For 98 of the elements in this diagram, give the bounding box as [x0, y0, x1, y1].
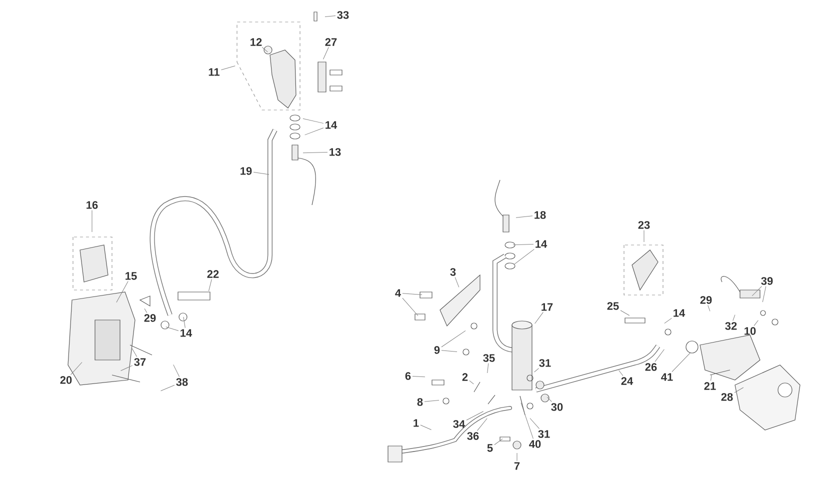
leader-line [514, 248, 534, 264]
callout-number: 7 [514, 462, 520, 470]
callout-number: 30 [551, 403, 563, 411]
leader-line [441, 350, 458, 352]
leader-line [173, 364, 180, 377]
leader-line [752, 286, 762, 296]
leader-line [708, 305, 710, 312]
callout-number: 19 [240, 167, 252, 175]
leader-line [160, 384, 175, 392]
leader-line [322, 47, 329, 60]
leader-line [520, 402, 534, 439]
callout-number: 23 [638, 221, 650, 229]
callout-number: 14 [674, 309, 686, 317]
leader-line [530, 418, 540, 429]
leader-line [466, 411, 484, 420]
callout-number: 3 [450, 268, 456, 276]
callout-number: 12 [250, 38, 262, 46]
leader-line [732, 314, 736, 321]
leader-line [324, 15, 336, 17]
leader-line [494, 438, 503, 445]
leader-line [402, 298, 418, 316]
callout-number: 22 [207, 270, 219, 278]
leader-line [302, 118, 324, 124]
leader-line [512, 244, 534, 246]
callout-number: 17 [542, 303, 553, 311]
callout-number: 31 [538, 430, 550, 438]
leader-line [262, 47, 268, 52]
leader-line [441, 330, 466, 348]
leader-line [144, 308, 148, 313]
callout-number: 18 [534, 211, 546, 219]
callout-number: 32 [725, 322, 737, 330]
callout-number: 28 [721, 393, 733, 401]
leader-line [546, 396, 552, 402]
leader-line [120, 365, 133, 372]
leader-line [304, 128, 324, 136]
callout-number: 20 [60, 376, 72, 384]
leader-line [302, 152, 328, 154]
leader-line [420, 424, 432, 430]
callout-number: 1 [414, 419, 419, 427]
callout-number: 14 [326, 121, 338, 129]
callout-number: 24 [621, 377, 634, 385]
leader-line [70, 362, 82, 375]
leader-line [534, 312, 544, 324]
callout-number: 15 [126, 272, 137, 280]
leader-line [672, 352, 690, 372]
callout-number: 5 [487, 444, 493, 452]
leader-line [534, 368, 539, 372]
leader-line [469, 380, 474, 384]
callout-number: 21 [704, 382, 716, 390]
callout-number: 27 [325, 38, 337, 46]
leader-line [412, 376, 426, 378]
leader-line [710, 374, 712, 382]
callout-number: 37 [134, 358, 146, 366]
leader-line [618, 370, 624, 376]
leader-line [654, 349, 664, 362]
callout-number: 41 [661, 373, 673, 381]
callout-number: 35 [483, 354, 495, 362]
leader-line [620, 310, 630, 316]
leader-line [754, 320, 758, 326]
callout-number: 33 [337, 11, 349, 19]
callout-number: 39 [761, 277, 773, 285]
callout-number: 8 [417, 398, 423, 406]
callout-number: 31 [539, 359, 551, 367]
leader-line [220, 66, 236, 70]
callout-number: 14 [180, 329, 192, 337]
callout-number: 40 [529, 440, 541, 448]
leader-line [454, 277, 460, 288]
callout-number: 10 [744, 327, 756, 335]
callout-number: 38 [176, 378, 188, 386]
callout-number: 16 [86, 201, 98, 209]
leader-line [762, 286, 766, 302]
callout-number: 29 [144, 314, 156, 322]
leader-line [516, 452, 518, 462]
leader-line [183, 316, 186, 328]
leader-line [131, 347, 138, 357]
leader-line [253, 172, 270, 175]
callout-number: 4 [395, 289, 401, 297]
callout-number: 14 [536, 240, 548, 248]
callout-number: 34 [453, 420, 466, 428]
leader-line [477, 418, 488, 431]
callout-number: 13 [330, 148, 341, 156]
callout-number: 9 [434, 346, 440, 354]
leader-line [664, 318, 672, 324]
leader-line [166, 326, 179, 331]
callout-number: 6 [405, 372, 411, 380]
callout-number: 25 [607, 302, 619, 310]
leader-line [734, 387, 744, 393]
leader-line [208, 279, 212, 292]
callout-number: 29 [700, 296, 712, 304]
callout-number: 26 [645, 363, 657, 371]
leader-line [516, 216, 533, 218]
callout-number: 11 [208, 68, 220, 76]
callout-number: 36 [467, 432, 479, 440]
leader-line [424, 400, 440, 402]
callout-number: 2 [462, 373, 468, 381]
leader-line [487, 363, 489, 374]
leader-line [402, 293, 422, 296]
leader-line [116, 281, 128, 303]
